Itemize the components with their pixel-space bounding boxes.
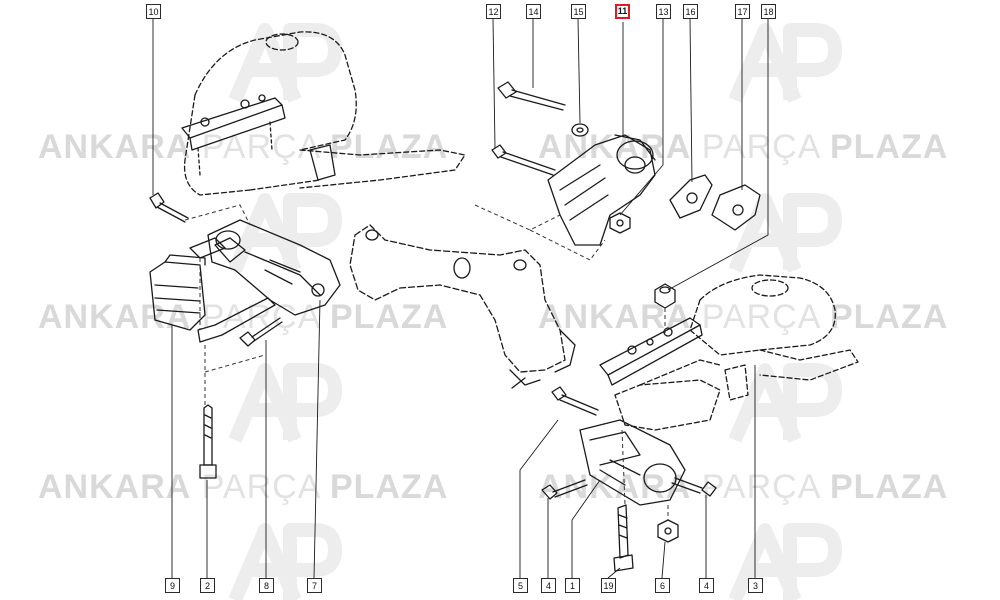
part-14-bolt bbox=[497, 81, 566, 111]
watermark-logo-icon bbox=[728, 193, 842, 273]
part-2-bolt bbox=[199, 404, 217, 479]
part-16-bracket bbox=[669, 174, 713, 219]
watermark-text: ANKARA PARÇA PLAZA bbox=[38, 468, 449, 506]
watermark-logo-icon bbox=[228, 23, 342, 103]
part-11-engine-mount bbox=[547, 134, 656, 246]
callout-15[interactable]: 15 bbox=[571, 4, 586, 19]
part-5-stud bbox=[551, 386, 599, 416]
part-12-bolt bbox=[491, 144, 556, 176]
part-4-bolt-right bbox=[671, 477, 717, 497]
right-chassis-rail bbox=[614, 274, 859, 431]
part-10-bolt bbox=[149, 192, 189, 223]
watermark-logo-icon bbox=[728, 23, 842, 103]
callout-18[interactable]: 18 bbox=[761, 4, 776, 19]
callout-17[interactable]: 17 bbox=[735, 4, 750, 19]
left-lower-plate bbox=[197, 297, 276, 343]
watermark-text: ANKARA PARÇA PLAZA bbox=[38, 128, 449, 166]
callout-6[interactable]: 6 bbox=[655, 578, 670, 593]
watermark-text: ANKARA PARÇA PLAZA bbox=[538, 468, 949, 506]
callout-3[interactable]: 3 bbox=[748, 578, 763, 593]
watermark-text: ANKARA PARÇA PLAZA bbox=[538, 128, 949, 166]
callout-1[interactable]: 1 bbox=[565, 578, 580, 593]
part-17-bracket bbox=[711, 184, 761, 231]
right-rail-bracket bbox=[599, 317, 703, 386]
callout-19[interactable]: 19 bbox=[601, 578, 616, 593]
callout-13[interactable]: 13 bbox=[656, 4, 671, 19]
watermark-text: ANKARA PARÇA PLAZA bbox=[38, 298, 449, 336]
rail-gusset bbox=[309, 144, 336, 181]
part-13-nut bbox=[609, 212, 631, 234]
alignment-lines bbox=[184, 204, 669, 520]
part-9-rubber-block bbox=[149, 254, 206, 331]
callout-4-left[interactable]: 4 bbox=[541, 578, 556, 593]
callout-5[interactable]: 5 bbox=[513, 578, 528, 593]
part-6-nut bbox=[657, 519, 679, 543]
callout-10[interactable]: 10 bbox=[146, 4, 161, 19]
callout-7[interactable]: 7 bbox=[307, 578, 322, 593]
left-bracket-tab bbox=[189, 237, 226, 259]
callout-12[interactable]: 12 bbox=[486, 4, 501, 19]
callout-8[interactable]: 8 bbox=[259, 578, 274, 593]
callout-16[interactable]: 16 bbox=[683, 4, 698, 19]
callout-9[interactable]: 9 bbox=[165, 578, 180, 593]
leader-lines bbox=[152, 18, 769, 579]
callout-14[interactable]: 14 bbox=[526, 4, 541, 19]
left-rail-bracket bbox=[181, 94, 286, 176]
subframe bbox=[349, 224, 576, 389]
part-4-bolt-left bbox=[541, 479, 588, 500]
watermark-logo-icon bbox=[228, 193, 342, 273]
callout-2[interactable]: 2 bbox=[200, 578, 215, 593]
part-15-washer bbox=[571, 123, 589, 137]
part-7-engine-mount bbox=[207, 219, 341, 316]
left-chassis-rail bbox=[183, 31, 466, 196]
part-1-engine-mount bbox=[579, 419, 686, 506]
part-19-bolt bbox=[613, 504, 634, 572]
callout-11-highlighted[interactable]: 11 bbox=[615, 4, 630, 19]
watermark-logo-icon bbox=[228, 523, 342, 600]
part-18-nut bbox=[654, 283, 676, 309]
part-8-bolt bbox=[239, 317, 283, 347]
callout-4-right[interactable]: 4 bbox=[699, 578, 714, 593]
